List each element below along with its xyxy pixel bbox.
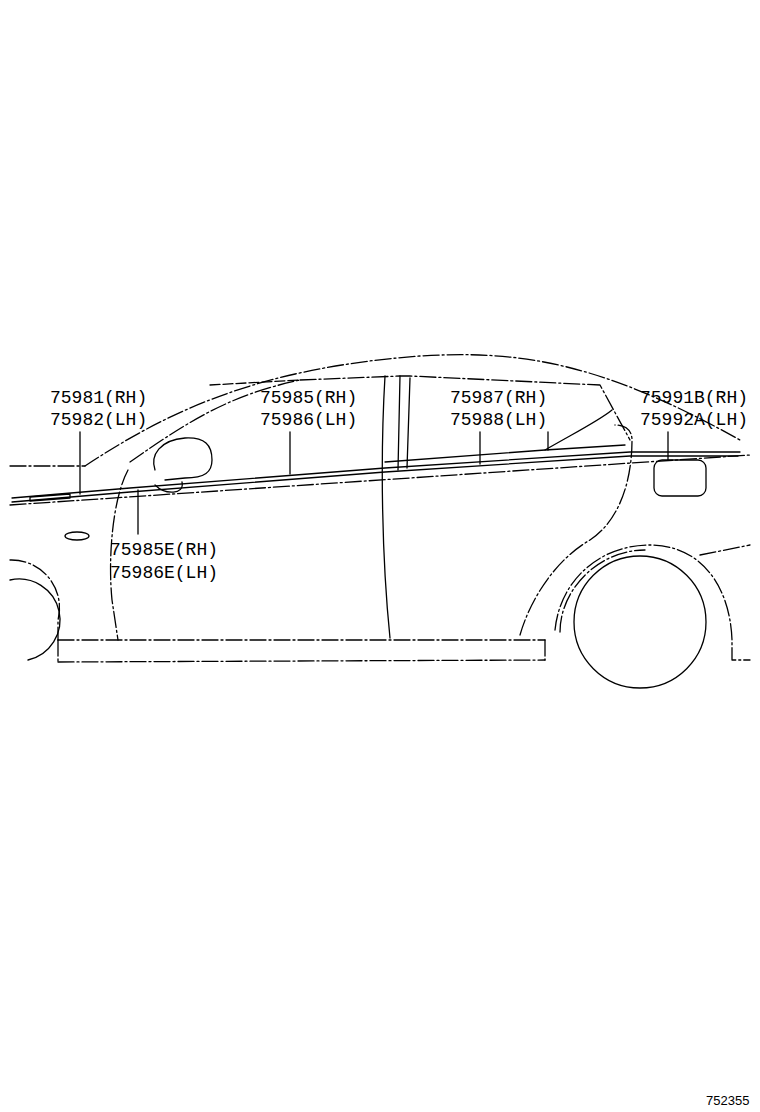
callout-number: 75992A(LH) <box>640 410 748 430</box>
callout-number: 75988(LH) <box>450 410 547 430</box>
callout-number: 75986E(LH) <box>110 563 218 583</box>
callout-number: 75981(RH) <box>50 388 147 408</box>
callout-number: 75991B(RH) <box>640 388 748 408</box>
figure-number: 752355 <box>706 1093 749 1108</box>
callout-number: 75985E(RH) <box>110 540 218 560</box>
callout-number: 75986(LH) <box>260 410 357 430</box>
callout-number: 75985(RH) <box>260 388 357 408</box>
callout-number: 75987(RH) <box>450 388 547 408</box>
callout-number: 75982(LH) <box>50 410 147 430</box>
